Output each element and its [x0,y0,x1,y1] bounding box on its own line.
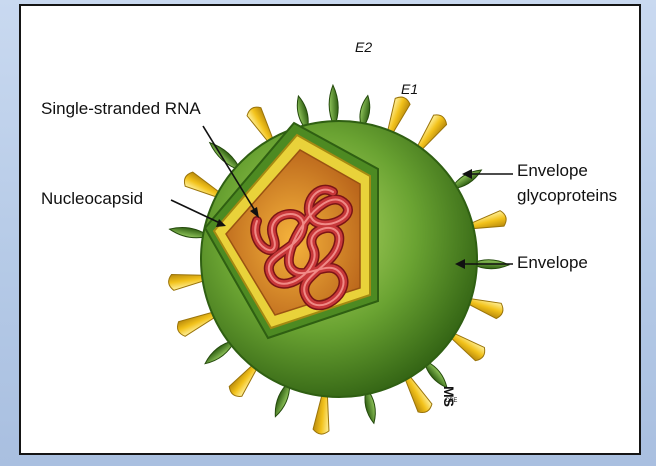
nucleocapsid-label: Nucleocapsid [41,189,143,208]
image-frame: Single-stranded RNA Nucleocapsid Envelop… [19,4,641,455]
virus-diagram: Single-stranded RNA Nucleocapsid Envelop… [21,6,639,453]
artist-signature: MS CBE [441,386,457,407]
e1-label: E1 [401,81,418,97]
signature-caption: CBE [445,398,457,404]
envelope-glycoproteins-label-line2: glycoproteins [517,186,617,205]
e2-label: E2 [355,39,372,55]
envelope-glycoproteins-label-line1: Envelope [517,161,588,180]
rna-label: Single-stranded RNA [41,99,201,118]
envelope-label: Envelope [517,253,588,272]
